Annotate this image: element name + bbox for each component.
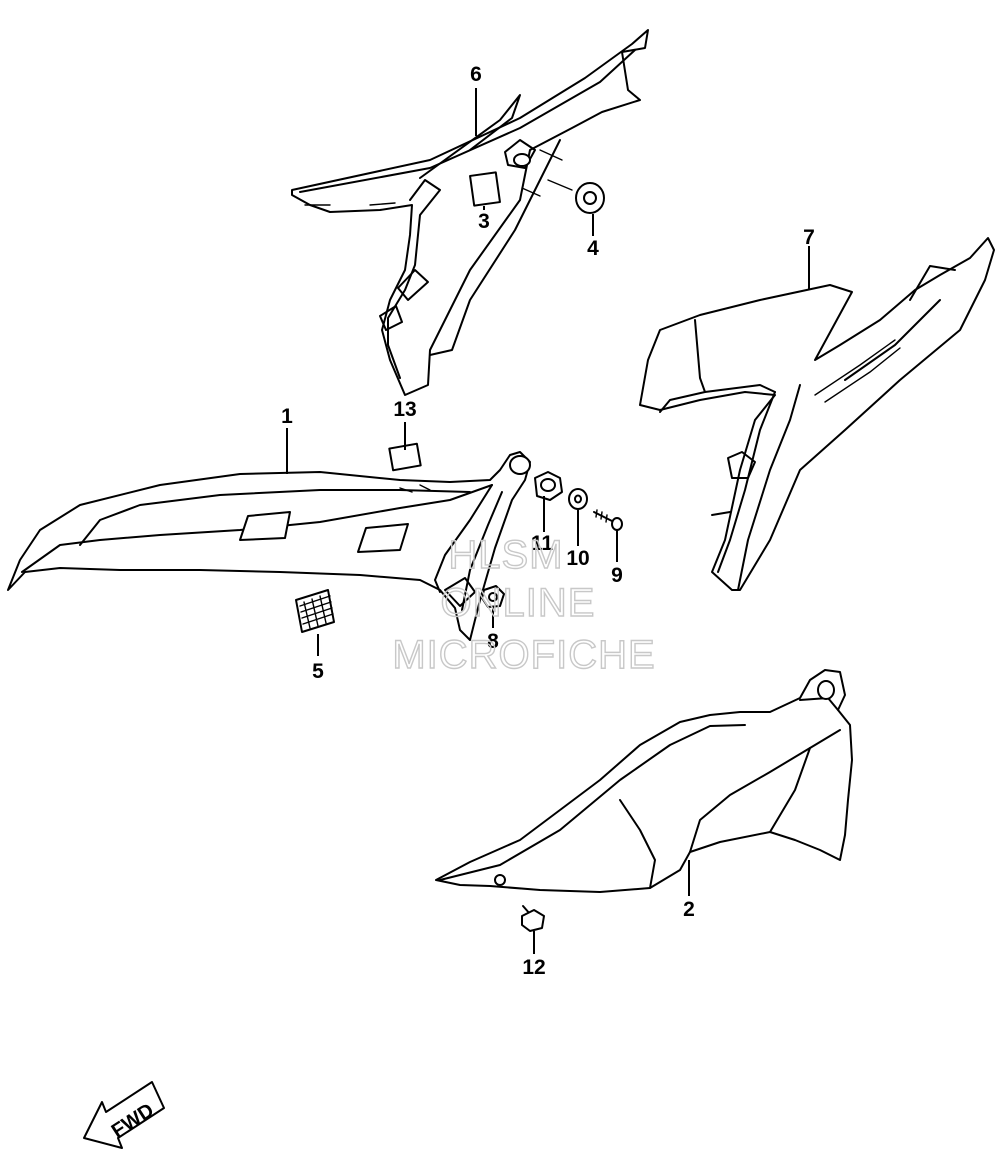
callout-10: 10 [566, 547, 589, 570]
watermark-line-3: MICROFICHE [392, 633, 655, 677]
part-2-lower-side-cover[interactable] [435, 669, 853, 893]
part-4-grommet[interactable] [575, 182, 605, 214]
leader-lines [286, 88, 810, 954]
callout-1: 1 [281, 405, 293, 428]
part-5-reflector[interactable] [295, 589, 335, 633]
part-8-nut[interactable] [481, 585, 505, 608]
part-7-side-cover-right[interactable] [639, 237, 995, 591]
callout-6: 6 [470, 63, 482, 86]
callout-8: 8 [487, 630, 499, 653]
part-9-screw[interactable] [593, 509, 623, 531]
callout-9: 9 [611, 564, 623, 587]
callout-5: 5 [312, 660, 324, 683]
part-12-bolt[interactable] [521, 905, 545, 932]
forward-direction-arrow: FWD [83, 1081, 165, 1149]
callout-4: 4 [587, 237, 599, 260]
callout-2: 2 [683, 898, 695, 921]
part-13-pad[interactable] [388, 442, 422, 472]
part-1-side-cover-left[interactable] [7, 451, 531, 641]
callout-11: 11 [531, 532, 554, 555]
part-11-nut[interactable] [534, 471, 563, 501]
callout-13: 13 [393, 398, 416, 421]
part-10-washer[interactable] [568, 488, 588, 510]
callout-3: 3 [478, 210, 490, 233]
part-3-pad[interactable] [469, 171, 501, 207]
fwd-arrow-icon [83, 1081, 165, 1149]
watermark: HLSM ONLINE MICROFICHE [392, 532, 656, 677]
callout-labels: 1 2 3 4 5 6 7 8 9 10 11 12 13 [281, 63, 815, 979]
callout-12: 12 [522, 956, 545, 979]
part-6-inner-frame-cover[interactable] [291, 29, 649, 396]
watermark-line-1: HLSM [448, 533, 563, 577]
callout-7: 7 [803, 226, 815, 249]
watermark-line-2: ONLINE [441, 581, 596, 625]
